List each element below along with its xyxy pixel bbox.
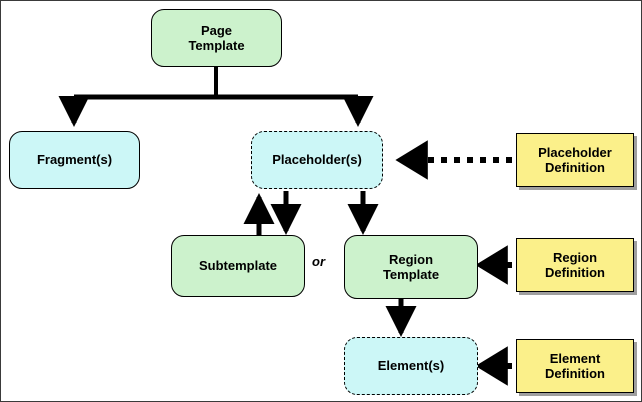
connector-label-or: or (312, 254, 325, 269)
node-region-template-label: Region Template (382, 251, 440, 282)
node-placeholder-definition[interactable]: Placeholder Definition (516, 133, 634, 187)
node-page-template-label: Page Template (188, 22, 245, 53)
node-elements[interactable]: Element(s) (344, 337, 478, 395)
node-region-definition-label: Region Definition (545, 249, 605, 280)
node-subtemplate[interactable]: Subtemplate (171, 235, 305, 297)
node-region-template[interactable]: Region Template (344, 235, 478, 299)
node-placeholders-label: Placeholder(s) (272, 152, 362, 168)
edge-page-template-trunk (74, 67, 358, 100)
node-fragments[interactable]: Fragment(s) (9, 131, 140, 189)
node-element-definition[interactable]: Element Definition (516, 339, 634, 393)
node-region-definition[interactable]: Region Definition (516, 238, 634, 292)
node-elements-label: Element(s) (377, 358, 445, 374)
node-element-definition-label: Element Definition (545, 350, 605, 381)
node-placeholders[interactable]: Placeholder(s) (251, 131, 383, 189)
node-page-template[interactable]: Page Template (151, 9, 282, 67)
node-placeholder-definition-label: Placeholder Definition (538, 144, 612, 175)
node-fragments-label: Fragment(s) (36, 152, 113, 168)
node-subtemplate-label: Subtemplate (198, 258, 277, 274)
